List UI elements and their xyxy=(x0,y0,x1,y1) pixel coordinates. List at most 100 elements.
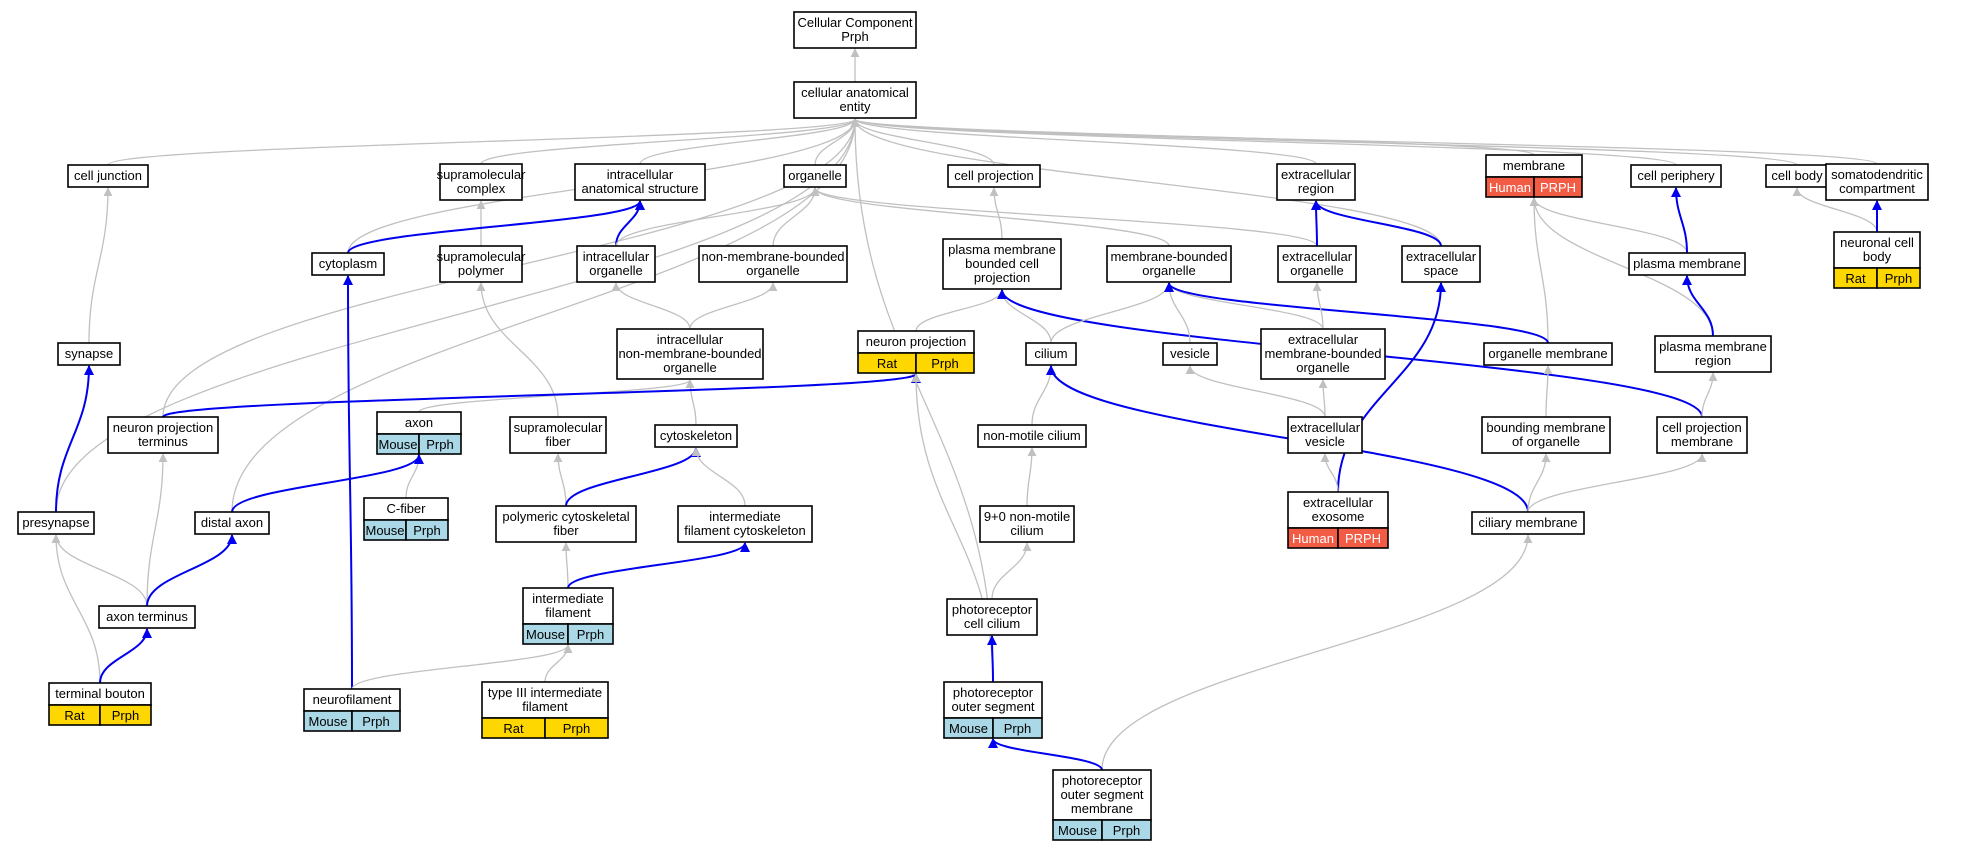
edge-part-of-intracellular-organelle-to-ias xyxy=(615,200,645,247)
node-label: cell periphery xyxy=(1637,168,1715,183)
node-label: fiber xyxy=(553,523,579,538)
node-label: extracellular xyxy=(1406,249,1477,264)
edge-is-a-axon-to-inmb-organelle xyxy=(418,379,695,413)
tag-cell xyxy=(567,623,614,645)
tag-cell xyxy=(1876,267,1921,289)
node-box xyxy=(1656,416,1748,454)
edge-is-a-pmb-cell-projection-to-cell-projection xyxy=(989,187,1003,240)
edge-is-a-ias-to-cae xyxy=(639,118,860,165)
node-label: presynapse xyxy=(22,515,89,530)
node-box xyxy=(1052,769,1152,821)
edge-is-a-cp-membrane-to-pm-region xyxy=(1701,372,1718,418)
node-label: membrane-bounded xyxy=(1110,249,1227,264)
node-label: cilium xyxy=(1034,346,1067,361)
species-tag: Human xyxy=(1292,531,1334,546)
node-box xyxy=(1628,252,1746,276)
species-tag: Mouse xyxy=(1058,823,1097,838)
node-box xyxy=(1630,164,1722,188)
node-label: photoreceptor xyxy=(952,602,1033,617)
edge-is-a-type3-if-to-intermediate-filament xyxy=(544,644,573,683)
edge-is-a-axon-terminus-to-presynapse xyxy=(51,534,148,607)
node-label: type III intermediate xyxy=(488,685,602,700)
node-box xyxy=(481,681,609,719)
node-synapse: synapse xyxy=(57,342,121,366)
edge-is-a-photoreceptor-cilium-to-nine-zero xyxy=(991,542,1032,600)
node-box xyxy=(509,416,607,454)
node-box xyxy=(793,11,917,49)
edge-part-of-cytoplasm-to-ias xyxy=(347,200,645,254)
node-label: photoreceptor xyxy=(1062,773,1143,788)
node-cell-body: cell body xyxy=(1765,164,1829,188)
node-label: organelle xyxy=(746,263,800,278)
node-label: cytoplasm xyxy=(319,256,378,271)
node-box xyxy=(677,505,813,543)
node-box xyxy=(1106,245,1232,283)
node-label: exosome xyxy=(1312,509,1365,524)
species-tag: Mouse xyxy=(378,437,417,452)
node-label: supramolecular xyxy=(514,420,604,435)
node-label: neuron projection xyxy=(866,334,966,349)
edge-is-a-axon-terminus-to-npt xyxy=(146,453,168,607)
edge-is-a-terminal-bouton-to-presynapse xyxy=(51,534,101,684)
edge-is-a-extracellular-organelle-to-organelle xyxy=(810,187,1318,247)
node-label: entity xyxy=(839,99,871,114)
tag-cell xyxy=(915,352,975,374)
edge-is-a-extracellular-vesicle-to-emb-organelle xyxy=(1318,379,1328,418)
edge-layer xyxy=(51,48,1882,771)
node-box xyxy=(616,328,764,380)
edge-part-of-extracellular-space-to-extracellular-region xyxy=(1311,200,1442,247)
edge-is-a-ciliary-membrane-to-cp-membrane xyxy=(1527,453,1707,513)
node-ciliary-membrane: ciliary membrane xyxy=(1471,511,1585,535)
node-label: cellular anatomical xyxy=(801,85,909,100)
node-label: terminus xyxy=(138,434,188,449)
node-box xyxy=(793,81,917,119)
node-box xyxy=(107,416,219,454)
edge-is-a-extracellular-exosome-to-extracellular-vesicle xyxy=(1320,453,1339,493)
node-box xyxy=(1260,328,1386,380)
node-box xyxy=(1471,511,1585,535)
node-organelle: organelle xyxy=(783,164,847,188)
edge-is-a-cell-body-to-cae xyxy=(850,118,1798,166)
node-cytoskeleton: cytoskeleton xyxy=(654,424,738,448)
tag-cell xyxy=(992,717,1043,739)
node-label: cilium xyxy=(1010,523,1043,538)
node-label: photoreceptor xyxy=(953,685,1034,700)
node-box xyxy=(1401,245,1481,283)
node-label: cell body xyxy=(1771,168,1823,183)
node-label: neurofilament xyxy=(313,692,392,707)
node-label: intracellular xyxy=(657,332,724,347)
node-label: polymeric cytoskeletal xyxy=(502,509,629,524)
node-box xyxy=(947,164,1041,188)
edge-is-a-cilium-to-mb-organelle xyxy=(1050,282,1174,344)
node-label: organelle xyxy=(589,263,643,278)
edge-is-a-if-cytoskeleton-to-cytoskeleton xyxy=(691,447,746,507)
edge-is-a-cell-junction-to-cae xyxy=(107,118,860,166)
node-label: space xyxy=(1424,263,1459,278)
node-label: complex xyxy=(457,181,506,196)
node-label: plasma membrane xyxy=(1633,256,1741,271)
tag-cell xyxy=(1337,527,1389,549)
node-box xyxy=(576,245,656,283)
node-label: extracellular xyxy=(1281,167,1352,182)
tag-cell xyxy=(1533,176,1583,198)
tag-cell xyxy=(405,519,449,541)
node-label: synapse xyxy=(65,346,113,361)
node-label: vesicle xyxy=(1170,346,1210,361)
edge-is-a-presynapse-to-cae xyxy=(55,118,860,513)
node-label: anatomical structure xyxy=(581,181,698,196)
node-label: of organelle xyxy=(1512,434,1580,449)
edge-is-a-extracellular-space-to-cae xyxy=(850,118,1442,247)
edge-part-of-extracellular-organelle-to-extracellular-region xyxy=(1311,200,1322,247)
node-label: body xyxy=(1863,249,1892,264)
node-box xyxy=(311,252,385,276)
node-box xyxy=(943,681,1043,719)
edge-is-a-ciliary-membrane-to-bounding-membrane xyxy=(1527,453,1551,513)
node-label: intermediate xyxy=(532,591,604,606)
